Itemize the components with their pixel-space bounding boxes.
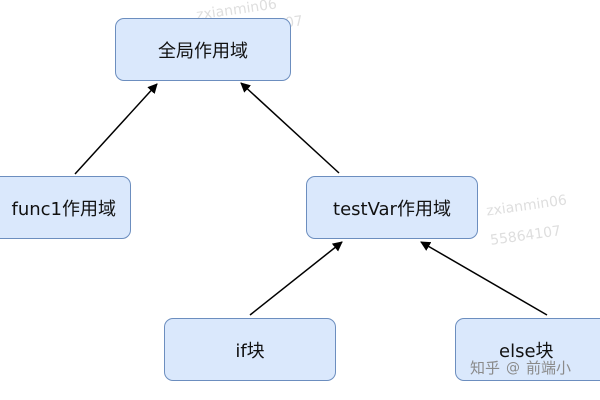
node-label: if块 (235, 340, 265, 362)
edge-testvar-to-global (240, 82, 340, 174)
at-icon: @ (506, 359, 521, 376)
node-label: func1作用域 (11, 198, 116, 220)
edge-if-to-testvar (249, 241, 343, 316)
node-testvar-scope: testVar作用域 (306, 176, 478, 239)
node-if-block: if块 (164, 318, 336, 381)
brand-author: 前端小 (526, 359, 572, 377)
node-global-scope: 全局作用域 (115, 18, 291, 81)
brand-platform: 知乎 (470, 359, 501, 377)
node-label: 全局作用域 (158, 40, 248, 62)
node-label: else块 (499, 340, 554, 362)
edge-else-to-testvar (420, 241, 548, 316)
node-label: testVar作用域 (333, 198, 451, 220)
node-func1-scope: func1作用域 (0, 176, 131, 239)
node-else-block: else块 (455, 318, 600, 381)
source-watermark: 知乎 @ 前端小 (470, 357, 571, 378)
edge-func1-to-global (74, 83, 158, 175)
